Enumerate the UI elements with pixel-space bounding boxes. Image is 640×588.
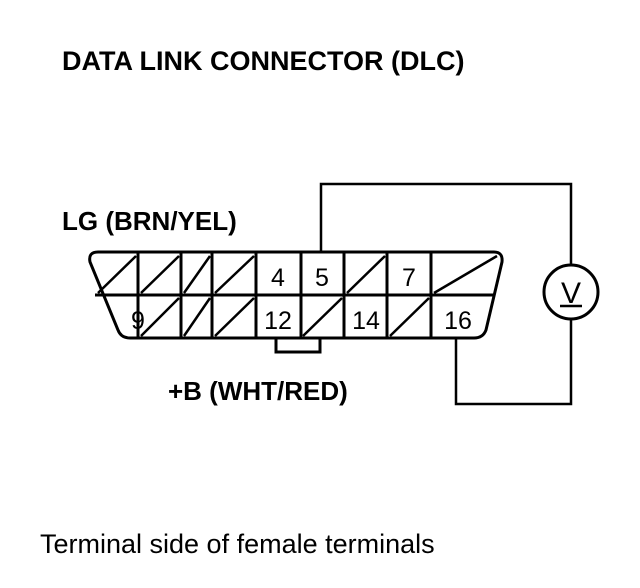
pin-14-label: 14: [352, 307, 380, 335]
b-plus-label: +B (WHT/RED): [168, 376, 348, 406]
lead-pin5-to-meter: [319, 182, 573, 265]
pin-9-label: 9: [131, 307, 145, 335]
pin-4-label: 4: [271, 264, 285, 292]
cell-dividers: [136, 252, 433, 338]
voltmeter: V: [542, 263, 600, 321]
lead-meter-to-pin16: [454, 319, 573, 406]
connector-lock-tab: [274, 338, 322, 354]
voltmeter-circle: [542, 263, 600, 321]
unused-terminal-hatches: [97, 254, 498, 337]
voltmeter-v-label: V: [561, 277, 581, 310]
pin-16-label: 16: [444, 307, 472, 335]
connector-outline: [88, 250, 504, 340]
test-lead-wires: [319, 182, 573, 406]
pin-5-label: 5: [315, 264, 329, 292]
diagram-caption: Terminal side of female terminals: [40, 529, 435, 559]
diagram-title: DATA LINK CONNECTOR (DLC): [62, 46, 464, 76]
pin-7-label: 7: [402, 264, 416, 292]
pin-labels: 4 5 7 9 12 14 16: [131, 264, 472, 335]
lg-label: LG (BRN/YEL): [62, 206, 237, 236]
pin-12-label: 12: [264, 307, 292, 335]
